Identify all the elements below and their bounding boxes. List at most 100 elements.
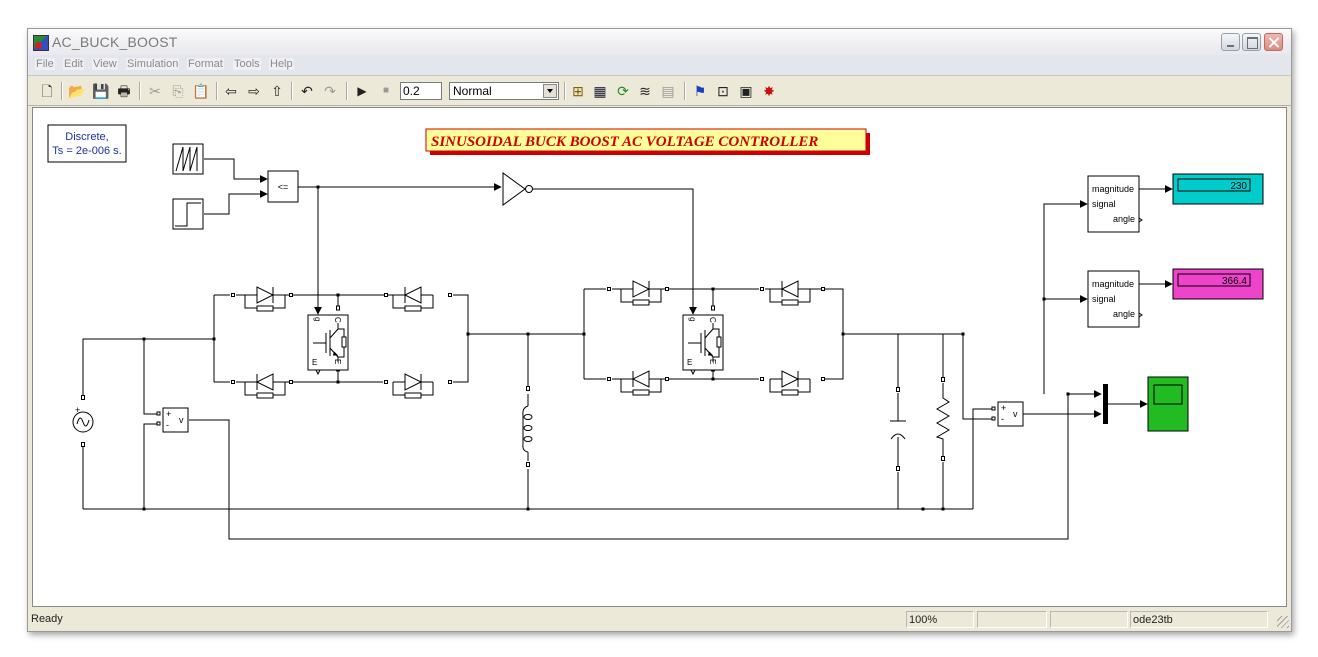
menu-format[interactable]: Format bbox=[187, 58, 224, 70]
svg-text:magnitude: magnitude bbox=[1092, 279, 1134, 289]
toolbar-separator bbox=[61, 82, 63, 100]
step-block[interactable] bbox=[172, 198, 204, 230]
signal-line[interactable] bbox=[204, 190, 268, 215]
clipboard-icon[interactable]: 📋 bbox=[192, 83, 210, 99]
scissors-icon[interactable]: ✂ bbox=[149, 83, 161, 99]
stop-icon[interactable]: ■ bbox=[382, 85, 390, 96]
toolbar: 🗋 📂 💾 🖶 ✂ ⎘ 📋 ⇦ ⇨ ⇧ ↶ ↷ ▶ ■ 0.2 Normal ⊞… bbox=[28, 77, 1291, 106]
bug-icon[interactable]: ✸ bbox=[763, 83, 775, 99]
resistor[interactable] bbox=[921, 334, 950, 511]
voltage-measurement-input[interactable]: + - v bbox=[156, 407, 189, 433]
svg-text:magnitude: magnitude bbox=[1092, 184, 1134, 194]
svg-text:v: v bbox=[179, 415, 184, 425]
logical-not-block[interactable] bbox=[502, 172, 533, 206]
copy-icon[interactable]: ⎘ bbox=[172, 83, 184, 99]
stop-time-input[interactable]: 0.2 bbox=[400, 82, 442, 100]
simulation-mode-select[interactable]: Normal bbox=[449, 82, 559, 100]
close-button[interactable] bbox=[1264, 33, 1283, 51]
signal-line[interactable] bbox=[1043, 200, 1088, 394]
arrow-up-icon[interactable]: ⇧ bbox=[271, 83, 283, 99]
menu-tools[interactable]: Tools bbox=[233, 58, 261, 70]
menu-view[interactable]: View bbox=[92, 58, 118, 70]
svg-text:E: E bbox=[333, 359, 342, 364]
svg-text:v: v bbox=[1013, 409, 1018, 419]
undo-icon[interactable]: ↶ bbox=[301, 83, 313, 99]
svg-text:E: E bbox=[312, 358, 317, 367]
printer-icon[interactable]: 🖶 bbox=[117, 83, 131, 99]
diode[interactable] bbox=[760, 280, 825, 306]
toolbar-separator bbox=[291, 82, 293, 100]
relational-operator-block[interactable]: <= bbox=[267, 170, 299, 203]
svg-text:signal: signal bbox=[1092, 294, 1116, 304]
new-document-icon[interactable]: 🗋 bbox=[41, 83, 53, 99]
svg-text:E: E bbox=[687, 358, 692, 367]
svg-text:angle: angle bbox=[1113, 214, 1135, 224]
play-icon[interactable]: ▶ bbox=[357, 84, 367, 98]
menu-file[interactable]: File bbox=[35, 58, 55, 70]
operator-label: <= bbox=[278, 182, 289, 192]
menu-edit[interactable]: Edit bbox=[63, 58, 84, 70]
floppy-disk-icon[interactable]: 💾 bbox=[92, 83, 110, 99]
diode[interactable] bbox=[231, 373, 293, 399]
diode[interactable] bbox=[607, 280, 669, 306]
capacitor[interactable] bbox=[890, 334, 906, 509]
toolbar-separator bbox=[139, 82, 141, 100]
title-bar[interactable]: AC_BUCK_BOOST bbox=[28, 29, 1291, 55]
diagram-title-annotation[interactable]: SINUSOIDAL BUCK BOOST AC VOLTAGE CONTROL… bbox=[425, 128, 870, 155]
refresh-icon[interactable]: ⟳ bbox=[617, 83, 629, 99]
explorer-icon[interactable]: ▤ bbox=[661, 83, 675, 99]
properties-icon[interactable]: ▣ bbox=[739, 83, 753, 99]
status-field-empty-2 bbox=[1050, 611, 1128, 628]
powergui-sample-time-label: Ts = 2e-006 s. bbox=[52, 145, 121, 157]
fourier-block-1[interactable]: magnitude signal angle bbox=[1087, 175, 1143, 233]
branch-point bbox=[316, 185, 320, 189]
debug-icon[interactable]: ⚑ bbox=[693, 83, 707, 99]
zoom-view-icon[interactable]: ⊡ bbox=[717, 83, 729, 99]
diode[interactable] bbox=[760, 370, 825, 396]
toolbar-separator bbox=[346, 82, 348, 100]
build-icon[interactable]: ⊞ bbox=[572, 83, 584, 99]
voltage-measurement-output[interactable]: + - v bbox=[991, 401, 1024, 427]
gate-signal-line[interactable] bbox=[533, 188, 697, 315]
maximize-button[interactable] bbox=[1242, 33, 1261, 51]
diode[interactable] bbox=[607, 370, 669, 396]
signal-line[interactable] bbox=[189, 394, 1069, 540]
display-block-2[interactable]: 366.4 bbox=[1172, 268, 1264, 300]
display-value-1: 230 bbox=[1230, 181, 1247, 192]
svg-text:-: - bbox=[166, 420, 169, 430]
mux-block[interactable] bbox=[1103, 384, 1108, 424]
folder-open-icon[interactable]: 📂 bbox=[68, 83, 86, 99]
sawtooth-generator-block[interactable] bbox=[172, 143, 204, 175]
inductor[interactable] bbox=[522, 332, 533, 511]
ac-voltage-source[interactable]: + bbox=[72, 395, 94, 510]
scope-block[interactable] bbox=[1147, 376, 1189, 432]
status-bar: Ready 100% ode23tb bbox=[28, 609, 1291, 631]
minimize-button[interactable] bbox=[1221, 33, 1240, 51]
solver-name: ode23tb bbox=[1130, 611, 1268, 628]
library-icon[interactable]: ≋ bbox=[639, 83, 651, 99]
redo-icon[interactable]: ↷ bbox=[324, 83, 336, 99]
powergui-block[interactable]: Discrete, Ts = 2e-006 s. bbox=[47, 124, 127, 163]
resize-grip[interactable] bbox=[1277, 616, 1289, 628]
display-block-1[interactable]: 230 bbox=[1172, 173, 1264, 205]
model-canvas[interactable]: Discrete, Ts = 2e-006 s. SINUSOIDAL BUCK… bbox=[32, 107, 1287, 607]
update-icon[interactable]: ▦ bbox=[593, 83, 607, 99]
status-field-empty-1 bbox=[977, 611, 1047, 628]
svg-text:+: + bbox=[166, 409, 171, 419]
fourier-block-2[interactable]: magnitude signal angle bbox=[1087, 270, 1143, 328]
arrow-right-icon[interactable]: ⇨ bbox=[248, 83, 260, 99]
menu-simulation[interactable]: Simulation bbox=[126, 58, 180, 70]
menu-help[interactable]: Help bbox=[269, 58, 294, 70]
arrow-left-icon[interactable]: ⇦ bbox=[225, 83, 237, 99]
diode[interactable] bbox=[231, 286, 293, 312]
svg-text:angle: angle bbox=[1113, 309, 1135, 319]
diode[interactable] bbox=[384, 286, 452, 312]
chevron-down-icon[interactable] bbox=[543, 84, 557, 98]
diode[interactable] bbox=[384, 373, 452, 399]
window-title: AC_BUCK_BOOST bbox=[52, 34, 178, 50]
signal-line[interactable] bbox=[204, 158, 268, 183]
zoom-level: 100% bbox=[906, 611, 974, 628]
svg-text:-: - bbox=[1001, 414, 1004, 424]
